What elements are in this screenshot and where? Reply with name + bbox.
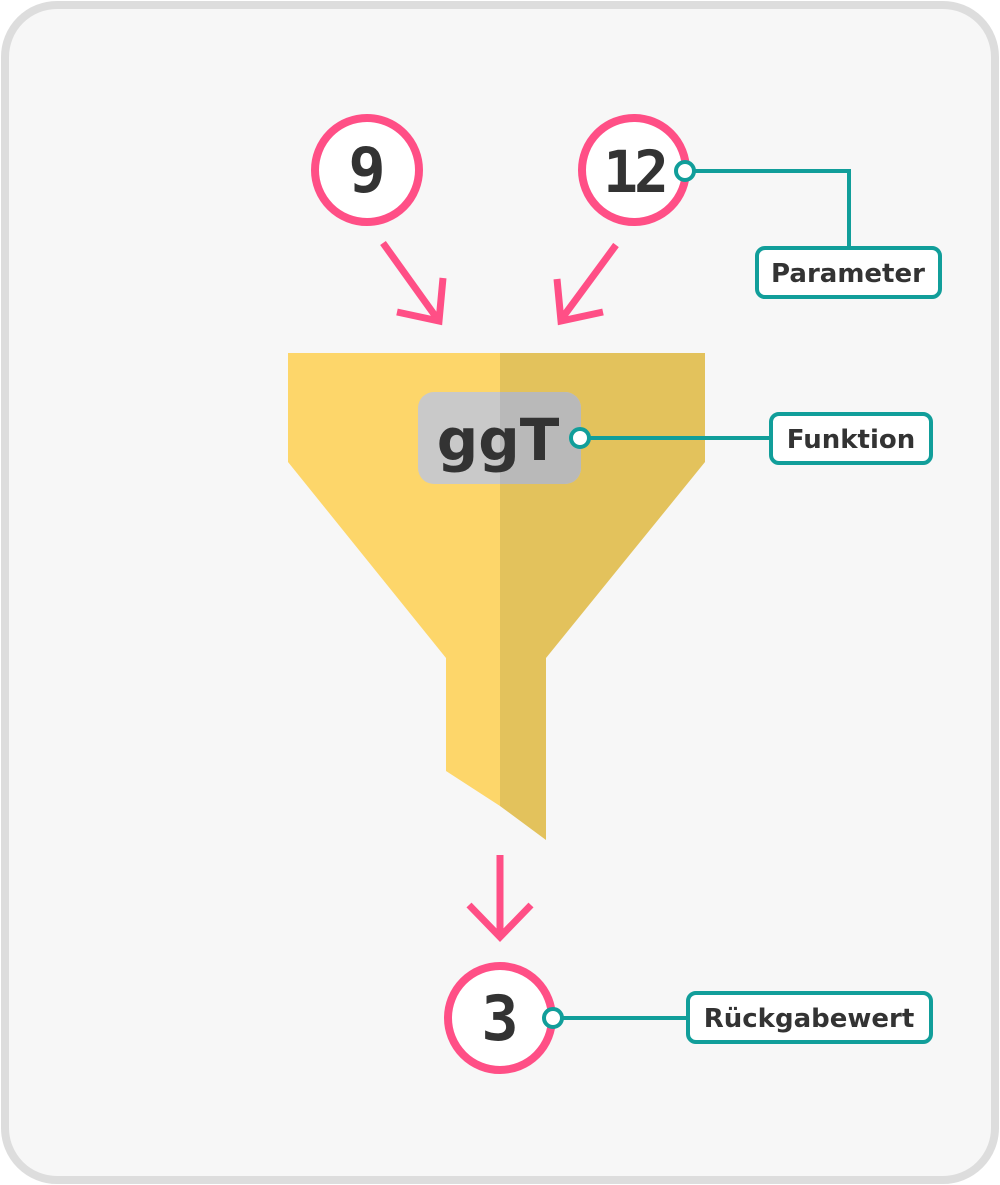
parameter-callout: Parameter [674,160,942,299]
function-connector-dot [569,427,591,449]
input-arrow-1 [380,240,447,326]
return-value-connector-dot [542,1007,564,1029]
input-arrow-2 [553,242,619,326]
parameter-circle-1: 9 [311,114,423,226]
output-arrow [466,855,534,943]
return-value-callout: Rückgabewert [542,991,933,1044]
parameter-value-1: 9 [348,134,385,207]
function-callout: Funktion [569,412,933,465]
return-value-label: Rückgabewert [704,1004,915,1034]
parameter-circle-2: 12 [578,114,690,226]
function-label: Funktion [787,425,916,455]
parameter-label: Parameter [771,259,925,289]
function-name: ggT [437,406,560,474]
parameter-value-2: 12 [603,138,665,206]
return-value-circle: 3 [444,962,556,1074]
return-value: 3 [481,982,518,1055]
function-box: ggT [418,392,581,484]
parameter-connector-dot [674,160,696,182]
